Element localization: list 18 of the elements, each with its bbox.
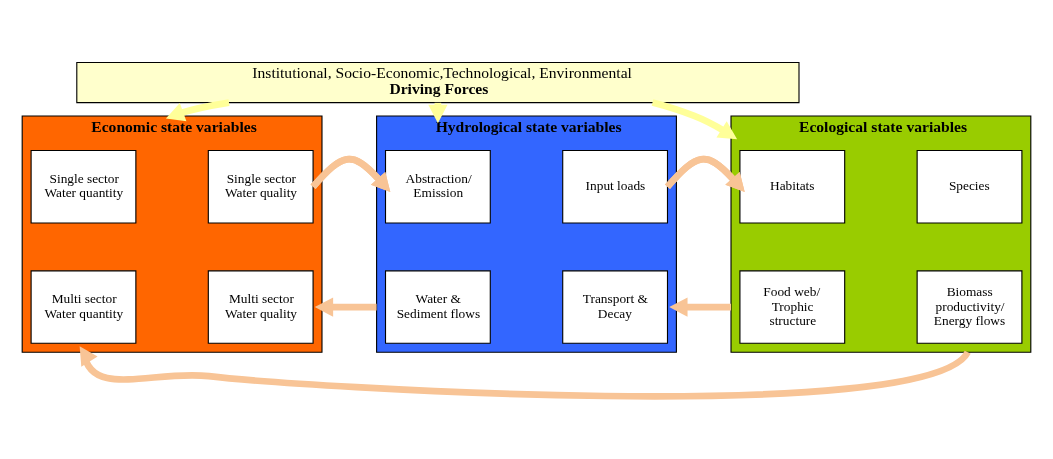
node-box: Input loads xyxy=(562,149,669,224)
node-box: Food web/ Trophic structure xyxy=(739,270,846,344)
node-box: Transport & Decay xyxy=(562,270,669,344)
node-box: Multi sector Water quantity xyxy=(30,270,137,344)
node-box: Multi sector Water quality xyxy=(207,270,314,344)
node-box: Habitats xyxy=(739,149,846,224)
node-box: Water & Sediment flows xyxy=(384,270,491,344)
arrow xyxy=(314,297,377,317)
node-box: Abstraction/ Emission xyxy=(384,149,491,224)
arrow xyxy=(665,155,745,193)
node-box: Single sector Water quality xyxy=(207,149,314,224)
node-box: Institutional, Socio-Economic,Technological, Environmental Driving Forces xyxy=(76,61,800,104)
arrow xyxy=(669,297,731,317)
node-box: Biomass productivity/ Energy flows xyxy=(916,270,1023,344)
node-box: Single sector Water quantity xyxy=(30,149,137,224)
arrow xyxy=(310,155,391,193)
arrow xyxy=(79,346,970,400)
node-box: Species xyxy=(916,149,1023,224)
